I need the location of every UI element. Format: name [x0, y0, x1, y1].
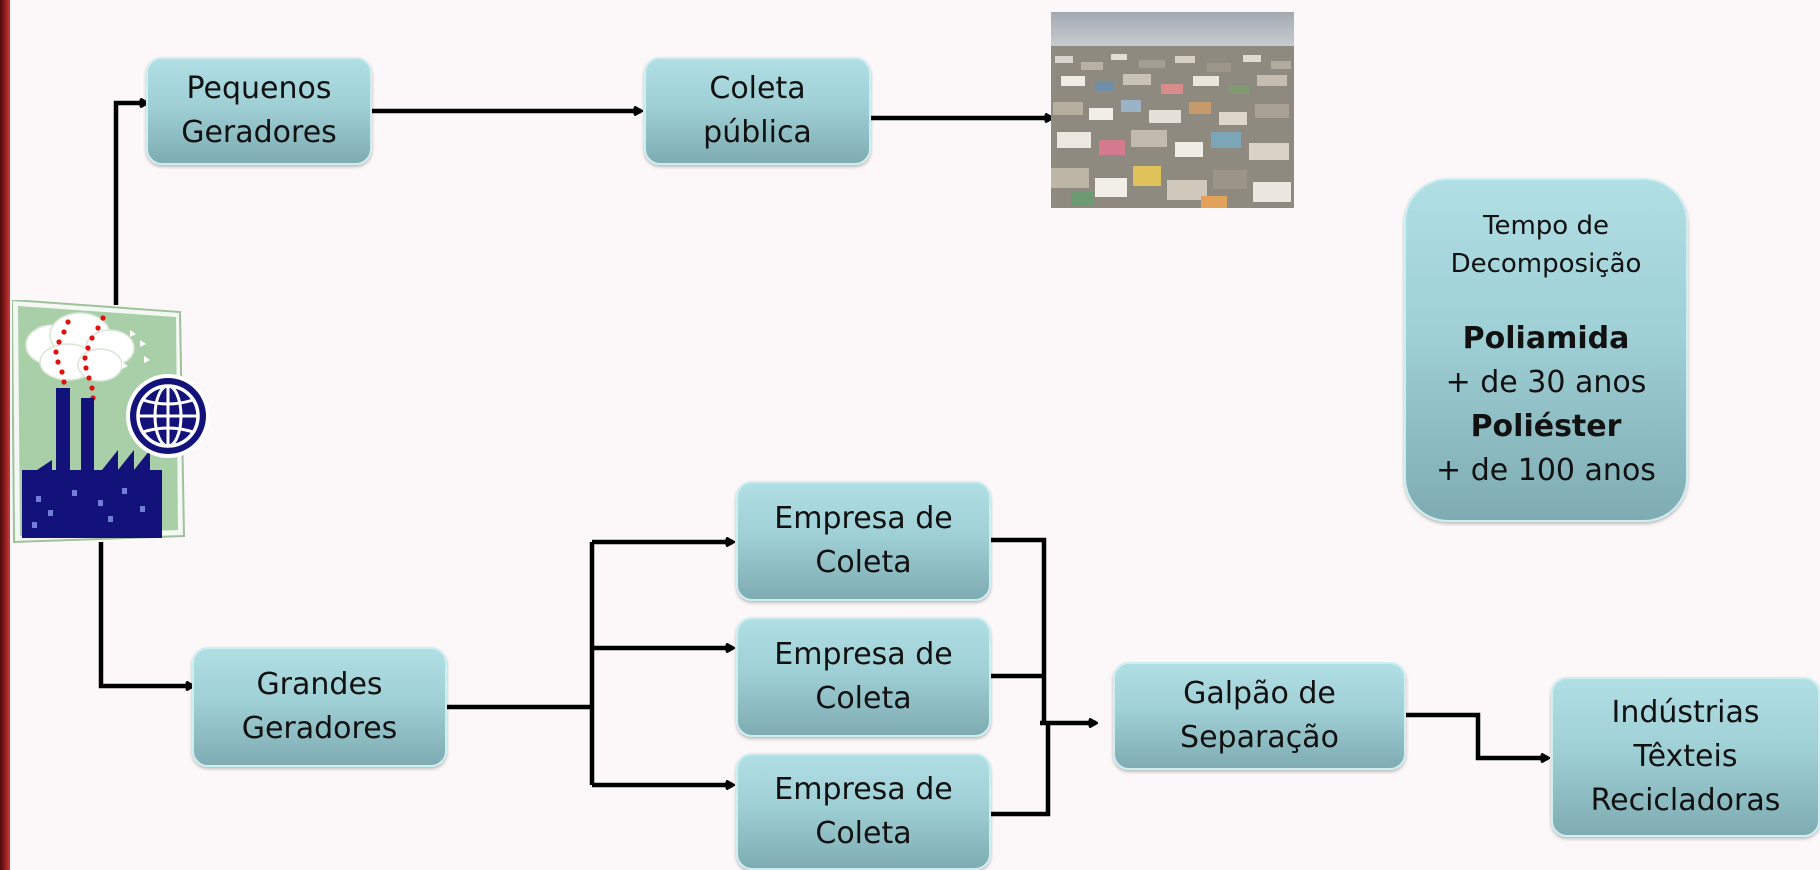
node-line: Empresa de: [774, 637, 953, 672]
decomposition-title-line: Decomposição: [1450, 249, 1642, 279]
node-empresa-coleta-1: Empresa de Coleta: [736, 481, 991, 601]
node-grandes-geradores: Grandes Geradores: [192, 647, 447, 767]
node-empresa-coleta-2: Empresa de Coleta: [736, 617, 991, 737]
node-line: Coleta: [815, 681, 912, 716]
node-line: Coleta: [709, 71, 806, 106]
factory-globe-icon: [10, 298, 217, 545]
node-line: Empresa de: [774, 771, 953, 807]
node-galpao-separacao: Galpão de Separação: [1113, 662, 1406, 770]
node-line: Geradores: [241, 711, 398, 746]
node-coleta-publica: Coleta pública: [644, 57, 871, 165]
decomposition-time: + de 30 anos: [1445, 365, 1647, 400]
node-line: Pequenos: [186, 71, 332, 106]
node-pequenos-geradores: Pequenos Geradores: [146, 57, 372, 165]
node-line: Coleta: [815, 815, 912, 851]
node-line: Geradores: [181, 115, 337, 150]
decomposition-info-box: Tempo de Decomposição Poliamida + de 30 …: [1404, 178, 1688, 522]
node-line: Galpão de: [1183, 676, 1336, 711]
node-industrias-texteis: Indústrias Têxteis Recicladoras: [1551, 677, 1820, 837]
node-line: Empresa de: [774, 501, 953, 536]
landfill-photo: [1051, 12, 1294, 208]
node-line: Recicladoras: [1590, 783, 1781, 818]
decomposition-time: + de 100 anos: [1436, 453, 1656, 488]
material-name: Poliéster: [1470, 409, 1622, 444]
node-line: pública: [703, 115, 812, 150]
slide-left-border: [0, 0, 10, 870]
arrow-factory-to-pequenos: [113, 103, 147, 305]
decomposition-title-line: Tempo de: [1483, 211, 1609, 241]
line-empresa3-out: [991, 723, 1051, 817]
node-line: Separação: [1180, 720, 1339, 755]
node-line: Indústrias: [1611, 695, 1760, 730]
arrow-galpao-to-industrias: [1406, 712, 1548, 758]
node-line: Coleta: [815, 545, 912, 580]
arrow-factory-to-grandes: [98, 542, 193, 686]
line-empresa1-out: [991, 537, 1047, 723]
material-name: Poliamida: [1462, 321, 1630, 356]
node-line: Grandes: [256, 667, 383, 702]
node-line: Têxteis: [1633, 739, 1738, 774]
node-empresa-coleta-3: Empresa de Coleta: [736, 753, 991, 870]
